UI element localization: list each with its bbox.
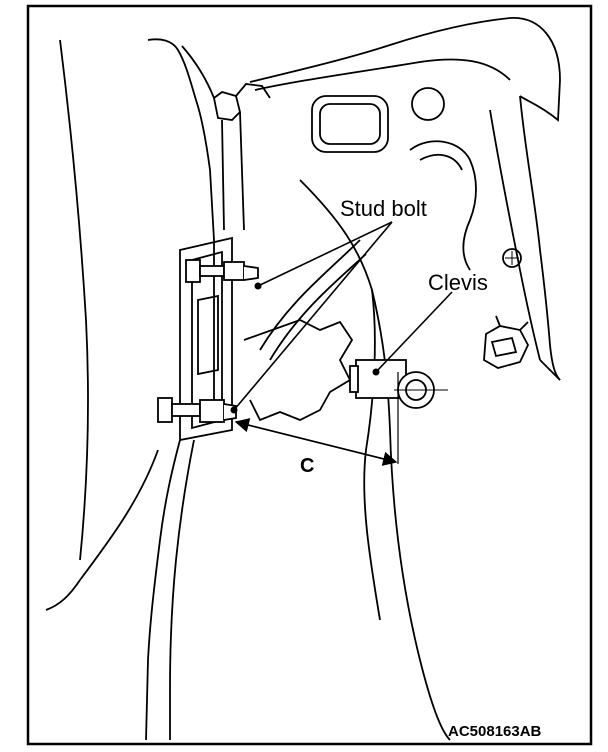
stud-bolt-lower (157, 397, 237, 423)
pedal-arm (243, 179, 451, 741)
clevis (349, 359, 448, 464)
label-stud-bolt: Stud bolt (340, 196, 427, 221)
label-dimension-c: C (300, 455, 314, 477)
leader-dot-lower (230, 406, 238, 414)
leader-dot-upper (254, 282, 262, 290)
label-clevis: Clevis (428, 270, 488, 295)
dimension-c (234, 418, 398, 466)
figure-code: AC508163AB (448, 723, 542, 740)
leader-dot-clevis (372, 368, 380, 376)
dash-panel (249, 17, 561, 381)
figure-border (26, 4, 593, 746)
stud-bolt-upper (185, 259, 259, 283)
pedal-bracket (45, 38, 271, 741)
leader-lines (233, 221, 453, 411)
